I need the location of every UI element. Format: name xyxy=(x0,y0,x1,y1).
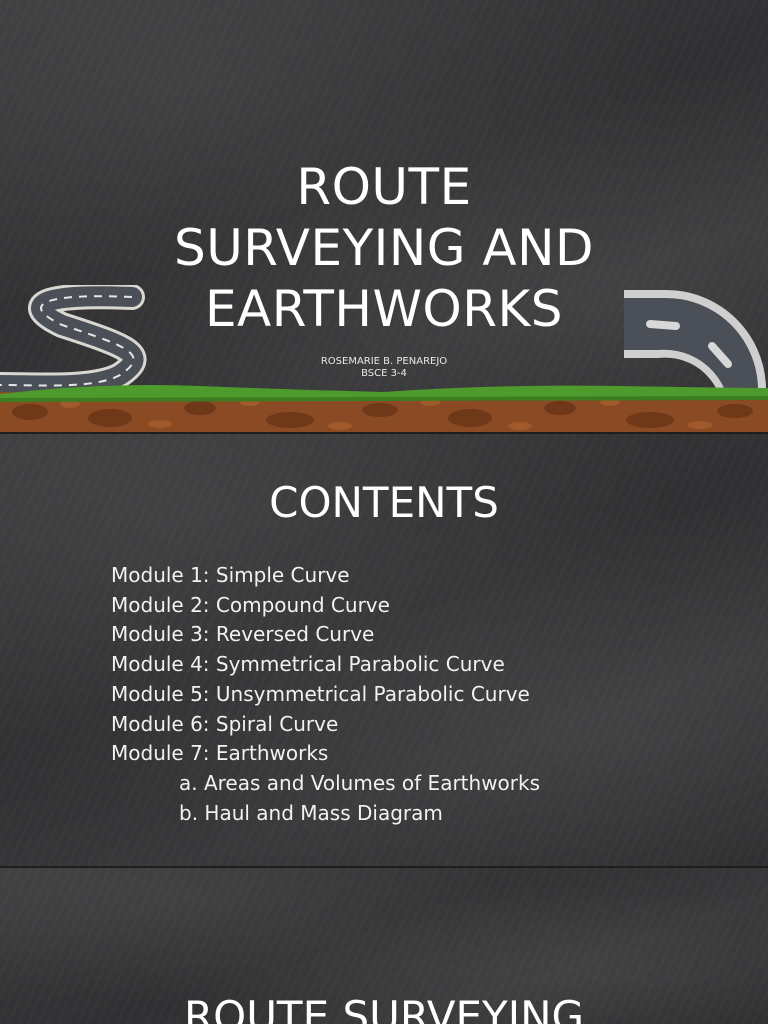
module-list: Module 1: Simple Curve Module 2: Compoun… xyxy=(111,561,540,828)
module-item: Module 2: Compound Curve xyxy=(111,592,390,617)
title-slide: ROUTE SURVEYING AND EARTHWORKS ROSEMARIE… xyxy=(0,0,768,432)
module-item: Module 4: Symmetrical Parabolic Curve xyxy=(111,652,505,677)
title-line-1: ROUTE xyxy=(296,158,472,216)
module-item: Module 7: Earthworks xyxy=(111,741,329,766)
module-item: Module 5: Unsymmetrical Parabolic Curve xyxy=(111,681,530,706)
author-block: ROSEMARIE B. PENAREJO BSCE 3-4 xyxy=(0,356,768,380)
module-item: Module 3: Reversed Curve xyxy=(111,622,375,647)
grass-soil-ground xyxy=(0,385,768,432)
curved-road-icon xyxy=(624,289,766,388)
module-item: Module 1: Simple Curve xyxy=(111,563,350,587)
module-sub-item: b. Haul and Mass Diagram xyxy=(179,800,443,825)
author-name: ROSEMARIE B. PENAREJO xyxy=(320,356,448,367)
title-line-3: EARTHWORKS xyxy=(204,280,564,338)
author-section: BSCE 3-4 xyxy=(361,368,407,379)
presentation-title: ROUTE SURVEYING AND EARTHWORKS xyxy=(0,157,768,340)
contents-title: CONTENTS xyxy=(269,478,499,527)
module-sub-item: a. Areas and Volumes of Earthworks xyxy=(179,770,541,795)
contents-slide: CONTENTS Module 1: Simple Curve Module 2… xyxy=(0,434,768,866)
winding-road-icon xyxy=(0,285,147,395)
module-item: Module 6: Spiral Curve xyxy=(111,711,339,736)
section-title: ROUTE SURVEYING xyxy=(183,992,585,1024)
title-line-2: SURVEYING AND xyxy=(173,219,595,277)
section-slide: ROUTE SURVEYING xyxy=(0,868,768,1024)
